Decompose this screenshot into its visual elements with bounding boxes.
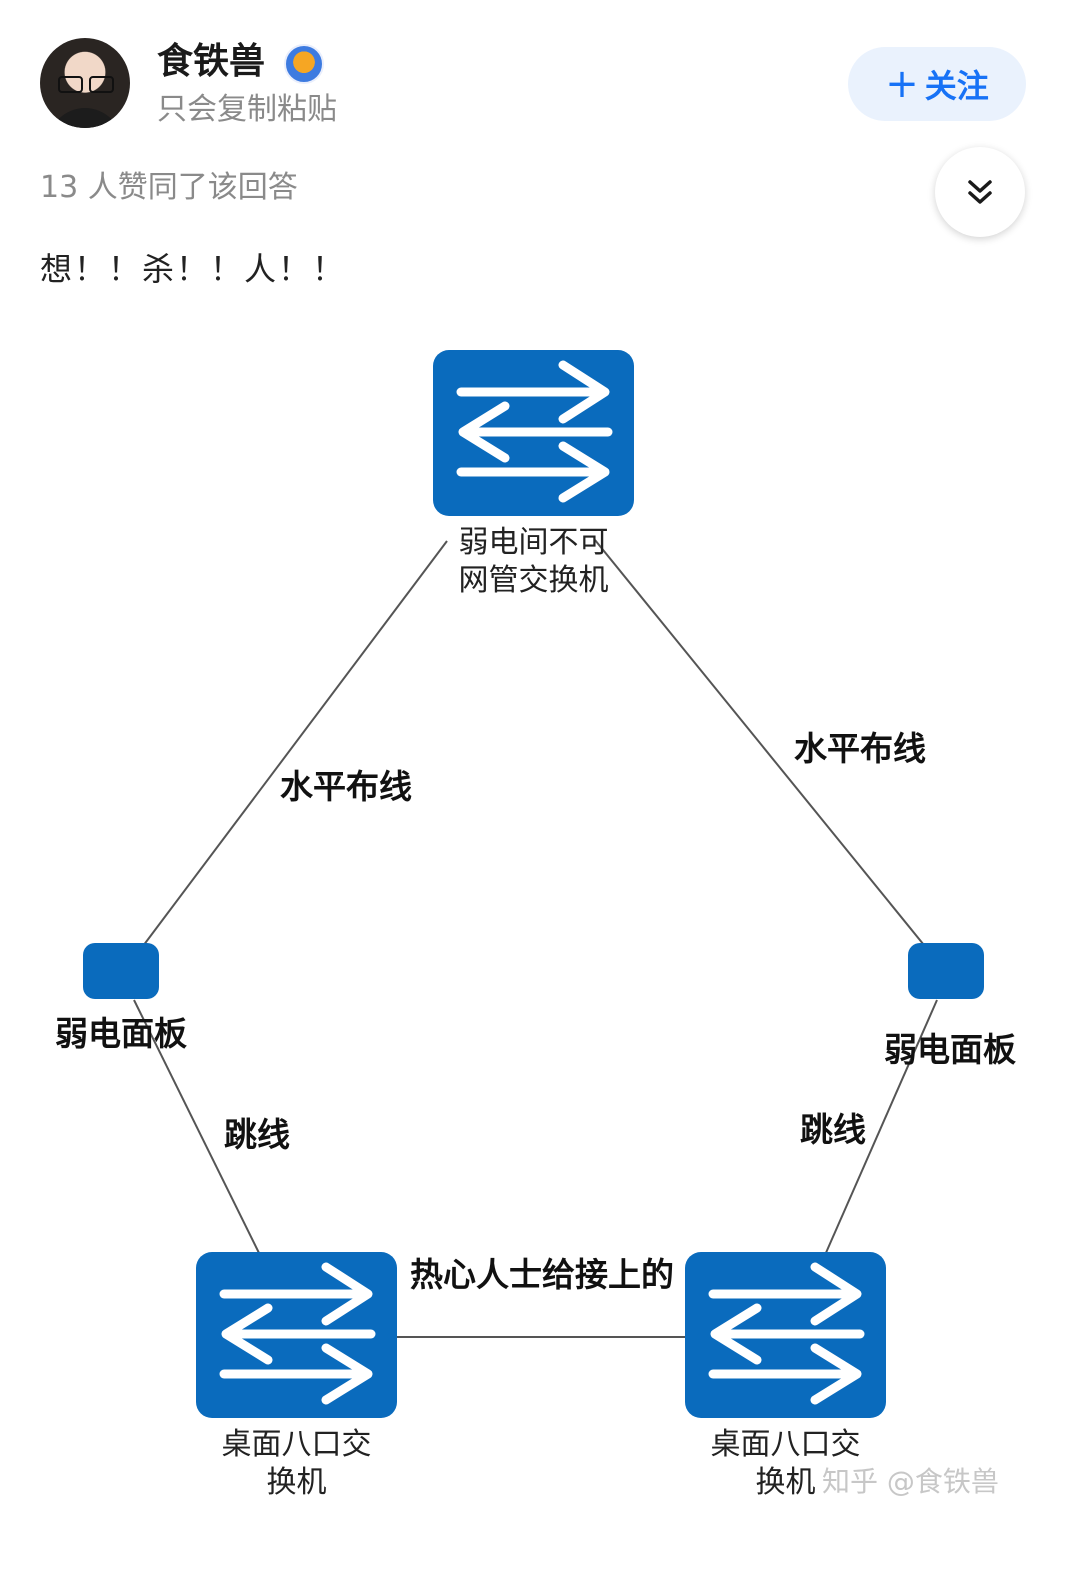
network-switch-icon [196,1252,397,1418]
left-switch-label-line1: 桌面八口交 [196,1427,397,1463]
right-patch-cable-label: 跳线 [800,1112,866,1148]
left-wall-panel [83,943,159,999]
right-wall-panel [908,943,984,999]
right-horizontal-cable-label: 水平布线 [794,731,926,767]
author-avatar[interactable] [40,38,130,128]
left-patch-cable-label: 跳线 [224,1117,290,1153]
left-switch-label-line2: 换机 [196,1465,397,1501]
right-panel-label: 弱电面板 [884,1032,1016,1068]
left-horizontal-cable-label: 水平布线 [280,769,412,805]
top-switch-label-line2: 网管交换机 [433,563,634,599]
creator-badge-icon [284,44,324,84]
answer-text: 想！！杀！！人！！ [40,250,346,288]
vote-count-text: 13 人赞同了该回答 [40,170,298,206]
author-name[interactable]: 食铁兽 [157,40,265,84]
right-switch-label-line1: 桌面八口交 [685,1427,886,1463]
network-switch-icon [433,350,634,516]
left-horizontal-cable [140,541,447,950]
author-bio: 只会复制粘贴 [157,92,337,128]
follow-button[interactable]: + 关注 [848,47,1026,121]
follow-button-label: 关注 [925,61,989,107]
network-diagram-image: 弱电间不可 网管交换机 弱电面板 弱电面板 水平布线 水平布线 跳线 跳线 热心… [0,300,1080,1589]
bottom-link-label: 热心人士给接上的 [410,1257,674,1293]
top-switch-label-line1: 弱电间不可 [433,525,634,561]
plus-icon: + [885,64,919,104]
left-panel-label: 弱电面板 [55,1016,187,1052]
network-switch-icon [685,1252,886,1418]
double-chevron-down-icon [965,177,995,207]
zhihu-watermark: 知乎 @食铁兽 [822,1460,999,1500]
collapse-button[interactable] [935,147,1025,237]
